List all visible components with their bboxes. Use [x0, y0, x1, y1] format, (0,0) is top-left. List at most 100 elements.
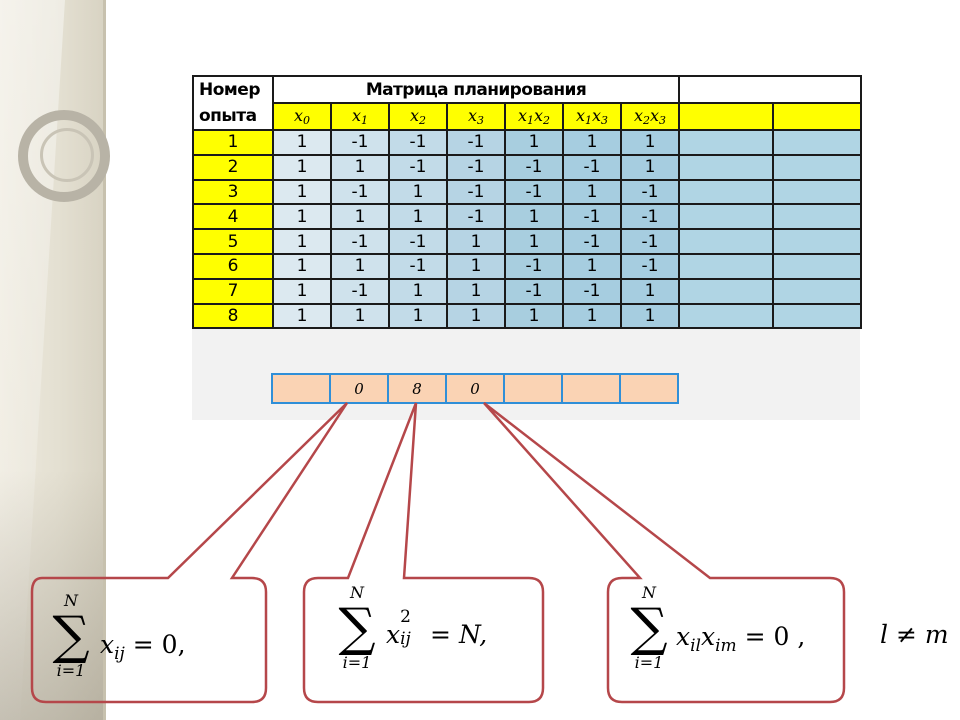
- matrix-cell: -1: [330, 129, 390, 156]
- formula-condition-l-not-m: l ≠ m: [880, 620, 949, 649]
- matrix-cell: -1: [620, 252, 680, 280]
- matrix-cell: 1: [330, 252, 390, 280]
- column-header-5: x1x3: [562, 102, 622, 131]
- matrix-cell: 1: [504, 302, 564, 330]
- matrix-cell: -1: [446, 178, 506, 206]
- empty-cell: [772, 153, 862, 181]
- formula-3-upper-limit: N: [642, 583, 656, 602]
- column-header-var: x: [592, 106, 602, 125]
- formula-2-tail: = N,: [422, 620, 488, 649]
- column-header-4: x1x2: [504, 102, 564, 131]
- formula-3-lower-limit: i=1: [634, 653, 664, 672]
- matrix-cell: 1: [272, 129, 332, 156]
- formula-sum-xil-xim-zero: N ∑ i=1 xilxim = 0 ,: [626, 584, 846, 694]
- matrix-cell: -1: [562, 277, 622, 305]
- empty-cell: [772, 252, 862, 280]
- callout-1-outline: [30, 402, 349, 704]
- column-header-subscript: 2: [543, 114, 551, 127]
- empty-cell: [678, 203, 774, 231]
- matrix-cell: 1: [388, 178, 448, 206]
- column-header-subscript: 1: [527, 114, 534, 127]
- column-sum-cell: 0: [329, 373, 389, 404]
- matrix-cell: -1: [446, 203, 506, 231]
- matrix-cell: -1: [388, 228, 448, 255]
- column-header-var: x: [409, 106, 420, 125]
- matrix-cell: 1: [620, 277, 680, 305]
- column-header-subscript: 2: [419, 114, 427, 127]
- matrix-cell: 1: [446, 302, 506, 330]
- matrix-cell: 1: [272, 153, 332, 181]
- formula-1-lower-limit: i=1: [56, 661, 86, 680]
- column-header-var: x: [517, 106, 527, 125]
- matrix-cell: -1: [388, 129, 448, 156]
- column-sum-cell: [619, 373, 679, 404]
- column-header-var: x: [351, 106, 362, 125]
- empty-cell: [678, 153, 774, 181]
- column-header-1: x1: [330, 102, 390, 131]
- header-number-line2: опыта: [199, 106, 257, 126]
- column-header-3: x3: [446, 102, 506, 131]
- column-sum-cell: [503, 373, 563, 404]
- empty-cell: [772, 203, 862, 231]
- matrix-cell: 1: [388, 302, 448, 330]
- matrix-cell: 1: [272, 228, 332, 255]
- matrix-cell: 1: [272, 277, 332, 305]
- column-header-var: x: [293, 106, 304, 125]
- column-header-var: x: [467, 106, 478, 125]
- matrix-cell: 1: [330, 302, 390, 330]
- callout-2-outline: [302, 402, 545, 704]
- matrix-cell: 1: [446, 252, 506, 280]
- experiment-number-cell: 5: [192, 228, 274, 255]
- matrix-cell: 1: [562, 178, 622, 206]
- matrix-cell: -1: [562, 153, 622, 181]
- matrix-cell: 1: [504, 129, 564, 156]
- formula-1-tail: = 0,: [124, 630, 186, 659]
- formula-2-variable: x: [386, 620, 401, 649]
- matrix-cell: -1: [620, 178, 680, 206]
- header-matrix-title: Матрица планирования: [272, 75, 680, 104]
- column-sum-cell: 0: [445, 373, 505, 404]
- matrix-cell: -1: [504, 178, 564, 206]
- column-header-subscript: 3: [601, 114, 609, 127]
- column-sum-cell: 8: [387, 373, 447, 404]
- matrix-cell: 1: [504, 203, 564, 231]
- empty-cell: [772, 277, 862, 305]
- experiment-number-cell: 3: [192, 178, 274, 206]
- empty-cell: [772, 302, 862, 330]
- matrix-cell: -1: [446, 153, 506, 181]
- experiment-number-cell: 6: [192, 252, 274, 280]
- matrix-cell: 1: [272, 302, 332, 330]
- matrix-cell: -1: [446, 129, 506, 156]
- empty-cell: [678, 129, 774, 156]
- empty-cell: [678, 228, 774, 255]
- matrix-cell: 1: [620, 129, 680, 156]
- matrix-cell: -1: [330, 178, 390, 206]
- matrix-cell: 1: [504, 228, 564, 255]
- matrix-cell: 1: [562, 129, 622, 156]
- decorative-ring-icon: [18, 110, 110, 202]
- column-header-6: x2x3: [620, 102, 680, 131]
- experiment-number-cell: 2: [192, 153, 274, 181]
- matrix-cell: 1: [330, 153, 390, 181]
- matrix-cell: -1: [388, 153, 448, 181]
- header-number-line1: Номер: [199, 80, 261, 100]
- experiment-number-cell: 1: [192, 129, 274, 156]
- experiment-number-cell: 7: [192, 277, 274, 305]
- matrix-cell: 1: [388, 203, 448, 231]
- column-header-0: x0: [272, 102, 332, 131]
- experiment-number-cell: 4: [192, 203, 274, 231]
- empty-cell: [678, 277, 774, 305]
- empty-cell: [678, 302, 774, 330]
- formula-1-upper-limit: N: [64, 591, 78, 610]
- formula-2-sigma: ∑: [338, 598, 376, 658]
- matrix-cell: 1: [446, 277, 506, 305]
